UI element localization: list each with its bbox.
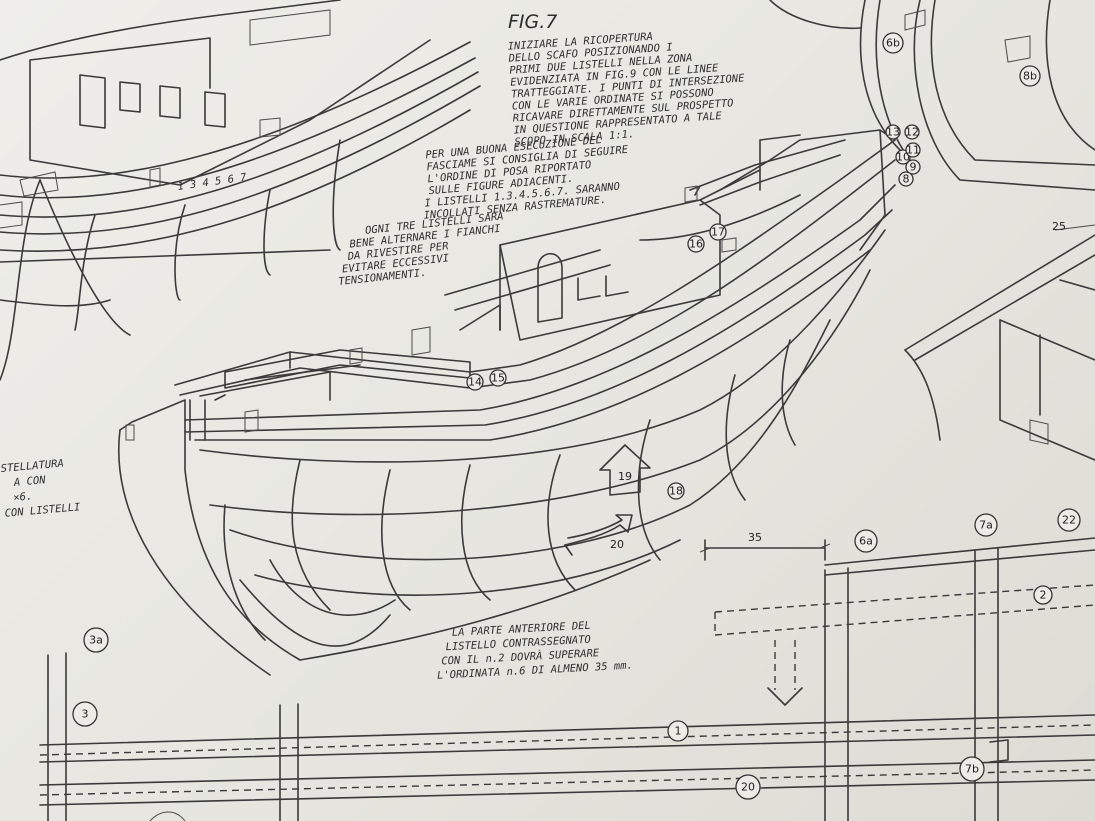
tag-8b: 8b: [1019, 65, 1041, 87]
svg-text:1: 1: [675, 725, 682, 738]
tag-17: 17: [709, 223, 727, 241]
svg-text:14: 14: [468, 376, 482, 389]
tag-20-bottom: 20: [735, 774, 761, 800]
svg-text:3a: 3a: [89, 634, 103, 647]
svg-text:6a: 6a: [859, 535, 873, 548]
svg-text:6b: 6b: [886, 37, 900, 50]
top-note: INIZIARE LA RICOPERTURA DELLO SCAFO POSI…: [507, 31, 745, 149]
tag-6b: 6b: [882, 32, 904, 54]
svg-text:17: 17: [711, 226, 725, 239]
left-hull-strake-numbers: 1 3 4 5 6 7: [177, 171, 248, 193]
svg-text:12: 12: [905, 126, 919, 139]
svg-text:22: 22: [1062, 514, 1076, 527]
svg-text:11: 11: [906, 144, 920, 157]
left-note: STELLATURA A CON ×6. CON LISTELLI: [0, 457, 81, 520]
main-hull-drawing: [118, 129, 896, 676]
tag-1: 1: [667, 720, 689, 742]
svg-text:2: 2: [1040, 589, 1047, 602]
tag-7a: 7a: [974, 513, 998, 537]
tag-3a: 3a: [83, 627, 109, 653]
tag-7b: 7b: [959, 756, 985, 782]
tag-15: 15: [489, 369, 507, 387]
tag-9: 9: [905, 159, 921, 175]
svg-text:16: 16: [689, 238, 703, 251]
dimension-35-label: 35: [748, 531, 762, 544]
svg-text:8b: 8b: [1023, 70, 1037, 83]
tag-18: 18: [667, 482, 685, 500]
mid-note: PER UNA BUONA ESECUZIONE DEL FASCIAME SI…: [423, 134, 629, 222]
figure-title: FIG.7: [508, 11, 557, 33]
tag-13: 13: [885, 124, 901, 140]
svg-text:15: 15: [491, 372, 505, 385]
tag-12: 12: [904, 124, 920, 140]
mid-note-2: OGNI TRE LISTELLI SARÀ BENE ALTERNARE I …: [338, 209, 504, 288]
left-note-line: STELLATURA: [0, 457, 64, 474]
strake-profile-drawing: [39, 537, 1095, 821]
svg-text:20: 20: [741, 781, 755, 794]
tag-11: 11: [905, 142, 921, 158]
svg-text:7b: 7b: [965, 763, 979, 776]
right-deck-drawing: [904, 224, 1095, 461]
bottom-note: LA PARTE ANTERIORE DEL LISTELLO CONTRASS…: [437, 620, 633, 682]
svg-text:8: 8: [903, 173, 910, 186]
tag-16: 16: [687, 235, 705, 253]
tag-14: 14: [466, 373, 484, 391]
svg-text:13: 13: [886, 126, 900, 139]
dimension-25-label: 25: [1052, 220, 1066, 233]
tag-2: 2: [1033, 585, 1053, 605]
tag-19: 19: [618, 470, 632, 483]
tag-22: 22: [1057, 508, 1081, 532]
right-frames-drawing: [769, 0, 1095, 191]
svg-text:18: 18: [669, 485, 683, 498]
svg-text:9: 9: [910, 161, 917, 174]
left-note-line: CON LISTELLI: [4, 501, 81, 520]
left-hull-drawing: 1 3 4 5 6 7: [0, 0, 481, 381]
svg-text:3: 3: [82, 708, 89, 721]
tag-3: 3: [72, 701, 98, 727]
left-note-line: ×6.: [13, 490, 33, 504]
left-note-line: A CON: [13, 474, 47, 489]
tag-8: 8: [898, 171, 914, 187]
svg-text:7a: 7a: [979, 519, 993, 532]
tag-6a: 6a: [854, 529, 878, 553]
tag-20: 20: [610, 538, 624, 551]
